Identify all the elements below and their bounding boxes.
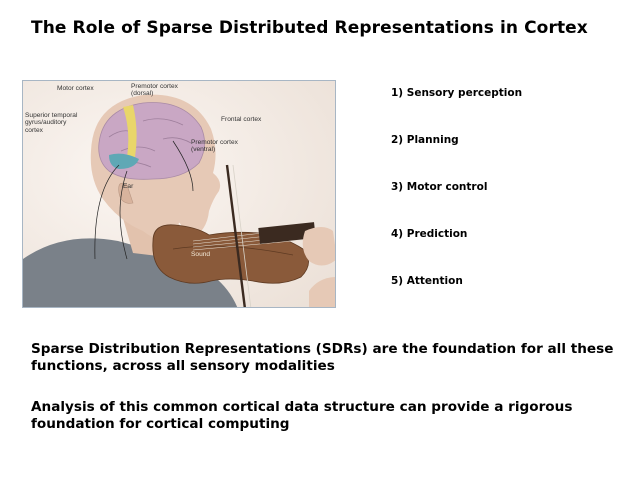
label-ear: Ear	[123, 183, 134, 190]
label-frontal-cortex: Frontal cortex	[221, 116, 262, 123]
label-sound: Sound	[191, 251, 211, 258]
analysis-paragraph: Analysis of this common cortical data st…	[31, 399, 573, 432]
list-item: 3) Motor control	[391, 181, 488, 193]
brain-violinist-figure: Motor cortex Premotor cortex (dorsal) Su…	[22, 80, 336, 308]
sdr-paragraph: Sparse Distribution Representations (SDR…	[31, 341, 614, 374]
label-premotor-dorsal: Premotor cortex (dorsal)	[131, 83, 178, 98]
list-item: 1) Sensory perception	[391, 87, 523, 99]
label-premotor-ventral: Premotor cortex (ventral)	[191, 139, 238, 154]
list-item: 2) Planning	[391, 134, 459, 146]
label-motor-cortex: Motor cortex	[57, 85, 94, 92]
list-item: 5) Attention	[391, 275, 463, 287]
label-superior-temporal: Superior temporal gyrus/auditory cortex	[25, 112, 78, 134]
violinist-illustration	[23, 81, 335, 307]
list-item: 4) Prediction	[391, 228, 468, 240]
slide-title: The Role of Sparse Distributed Represent…	[31, 18, 588, 38]
